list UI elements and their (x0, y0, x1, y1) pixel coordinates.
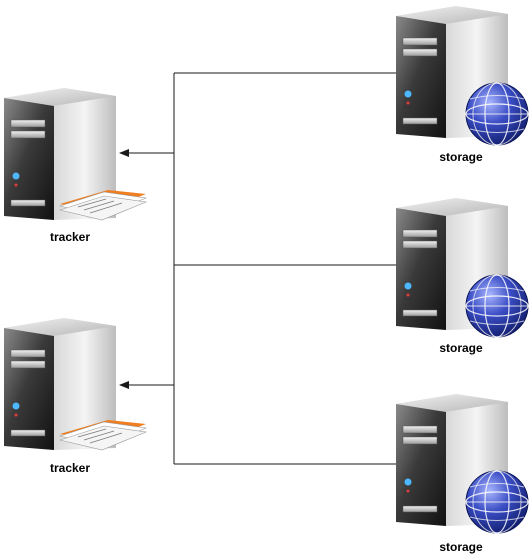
storage-label: storage (439, 540, 483, 554)
globe-icon (465, 82, 529, 146)
storage-node[interactable] (396, 394, 529, 534)
tracker-node[interactable] (4, 88, 148, 221)
storage-node[interactable] (396, 6, 529, 146)
tracker-label: tracker (50, 461, 90, 475)
server-icon (4, 318, 116, 450)
globe-icon (465, 470, 529, 534)
storage-node[interactable] (396, 198, 529, 338)
server-icon (4, 88, 116, 220)
globe-icon (465, 274, 529, 338)
connectors (119, 72, 396, 465)
storage-label: storage (439, 341, 483, 355)
storage-label: storage (439, 150, 483, 164)
document-icon (58, 190, 148, 221)
tracker-node[interactable] (4, 318, 148, 451)
tracker-label: tracker (50, 230, 90, 244)
document-icon (58, 420, 148, 451)
